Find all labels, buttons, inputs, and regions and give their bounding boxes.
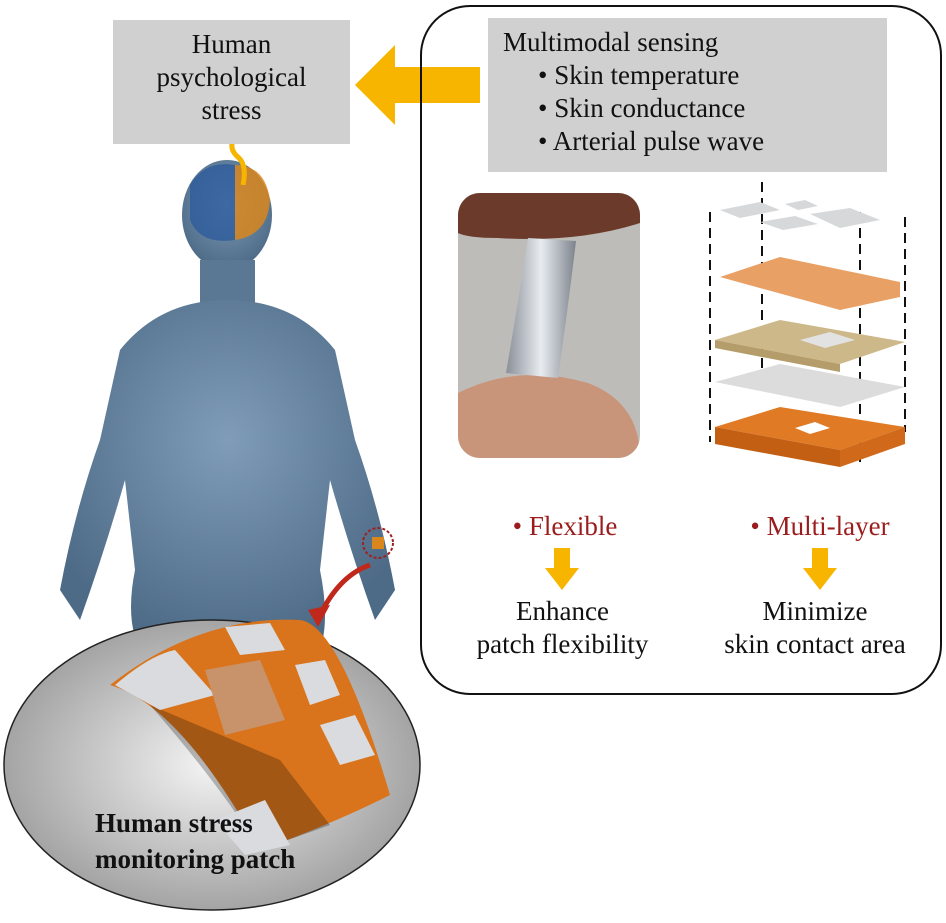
sensing-title: Multimodal sensing — [503, 27, 719, 57]
brain-left-icon — [190, 164, 235, 241]
bullet: • — [538, 60, 548, 90]
patch-zoom-ellipse — [3, 562, 421, 911]
result-line: patch flexibility — [476, 629, 649, 659]
stress-line: psychological — [156, 62, 307, 92]
sensing-panel — [420, 5, 942, 695]
sensing-list-item: • Skin conductance — [538, 92, 764, 125]
patch-caption: Human stress monitoring patch — [95, 805, 295, 877]
sensing-list: • Skin temperature • Skin conductance • … — [538, 59, 764, 158]
stress-box: Human psychological stress — [113, 20, 350, 144]
feature-multilayer: • Multi-layer — [750, 511, 890, 541]
patch-location-marker — [362, 527, 394, 559]
result-line: skin contact area — [724, 629, 906, 659]
feature-result: Minimize skin contact area — [690, 595, 940, 661]
caption-line: monitoring patch — [95, 844, 296, 874]
arrow-left-icon — [355, 45, 480, 125]
sensing-item: Arterial pulse wave — [552, 126, 765, 156]
stress-line: Human — [191, 29, 272, 59]
arrow-down-icon — [803, 548, 837, 590]
arrow-down-icon — [545, 548, 579, 590]
sensing-item: Skin conductance — [554, 93, 746, 123]
sensing-list-item: • Skin temperature — [538, 59, 764, 92]
feature-label: Flexible — [528, 511, 618, 541]
feature-result: Enhance patch flexibility — [440, 595, 685, 661]
multilayer-stack — [709, 182, 906, 467]
bullet: • — [538, 93, 548, 123]
result-line: Enhance — [516, 596, 609, 626]
sensing-list-item: • Arterial pulse wave — [538, 125, 764, 158]
sensing-box: Multimodal sensing • Skin temperature • … — [488, 18, 887, 172]
stress-line: stress — [201, 95, 262, 125]
result-line: Minimize — [762, 596, 868, 626]
sensing-item: Skin temperature — [554, 60, 740, 90]
bullet: • — [538, 126, 548, 156]
feature-flexible: • Flexible — [512, 511, 618, 541]
flexible-patch-photo — [458, 193, 640, 458]
human-silhouette — [60, 160, 395, 650]
feature-label: Multi-layer — [766, 511, 890, 541]
caption-line: Human stress — [95, 808, 253, 838]
connector-line — [229, 140, 247, 185]
